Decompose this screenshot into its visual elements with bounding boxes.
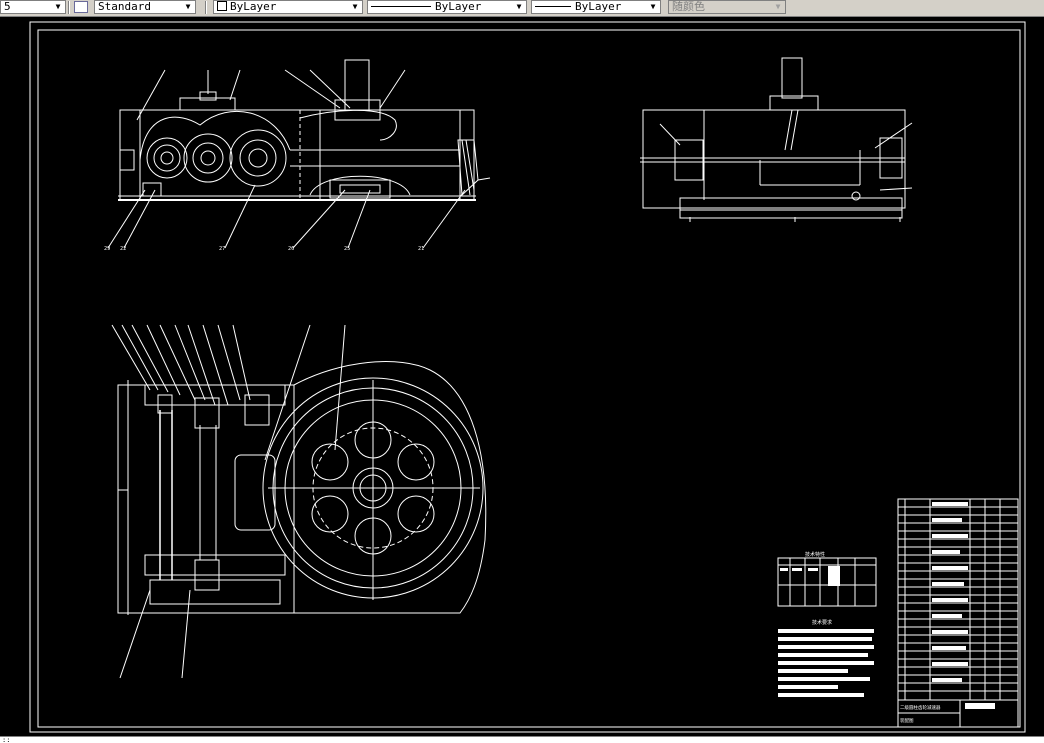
toolbar-separator <box>68 1 70 14</box>
title-block-caption-2: 装配图 <box>900 717 914 724</box>
color-combo[interactable]: ByLayer ▼ <box>213 0 363 14</box>
tech-params-table: 技术特性 <box>777 551 877 607</box>
plot-style-value: 随颜色 <box>672 0 705 13</box>
chevron-down-icon[interactable]: ▼ <box>185 2 191 11</box>
status-bar: :: <box>0 736 1044 743</box>
color-swatch-icon <box>217 1 227 11</box>
callout-25: 25 <box>344 246 350 252</box>
chevron-down-icon[interactable]: ▼ <box>650 2 656 11</box>
partial-combo[interactable]: 5 ▼ <box>0 0 66 14</box>
toolbar-separator <box>205 1 207 14</box>
tech-requirements: 技术要求 <box>778 619 874 697</box>
partial-value: 5 <box>4 0 11 13</box>
callout-27: 27 <box>219 246 225 252</box>
linetype-preview-icon <box>371 6 431 7</box>
callout-26: 26 <box>288 246 294 252</box>
lineweight-preview-icon <box>535 6 571 7</box>
status-text: :: <box>2 736 11 743</box>
chevron-down-icon[interactable]: ▼ <box>352 2 358 11</box>
drawing-canvas[interactable]: 29 22 27 26 25 21 <box>0 16 1044 736</box>
linetype-combo[interactable]: ByLayer ▼ <box>367 0 527 14</box>
title-block: 二级圆柱齿轮减速器 装配图 <box>897 498 1019 728</box>
callout-21: 21 <box>418 246 424 252</box>
color-value: ByLayer <box>230 0 277 13</box>
chevron-down-icon[interactable]: ▼ <box>516 2 522 11</box>
front-view: 29 22 27 26 25 21 <box>104 59 491 252</box>
sheet-inner-border <box>37 29 1021 728</box>
plan-view <box>111 324 487 679</box>
lineweight-value: ByLayer <box>575 0 622 13</box>
chevron-down-icon[interactable]: ▼ <box>55 2 61 11</box>
lineweight-combo[interactable]: ByLayer ▼ <box>531 0 661 14</box>
properties-toolbar: 5 ▼ Standard ▼ ByLayer ▼ ByLayer ▼ ByLay… <box>0 0 1044 17</box>
title-block-caption-1: 二级圆柱齿轮减速器 <box>900 704 941 711</box>
text-style-combo[interactable]: Standard ▼ <box>94 0 196 14</box>
callout-22: 22 <box>120 246 126 252</box>
text-style-icon[interactable] <box>74 1 88 13</box>
callout-29: 29 <box>104 246 110 252</box>
sheet-outer-border <box>29 21 1026 733</box>
tech-params-title: 技术特性 <box>805 551 825 558</box>
side-view <box>640 57 913 222</box>
text-style-value: Standard <box>98 0 151 13</box>
linetype-value: ByLayer <box>435 0 482 13</box>
chevron-down-icon[interactable]: ▼ <box>775 2 781 11</box>
tech-requirements-title: 技术要求 <box>812 619 832 626</box>
plot-style-combo[interactable]: 随颜色 ▼ <box>668 0 786 14</box>
